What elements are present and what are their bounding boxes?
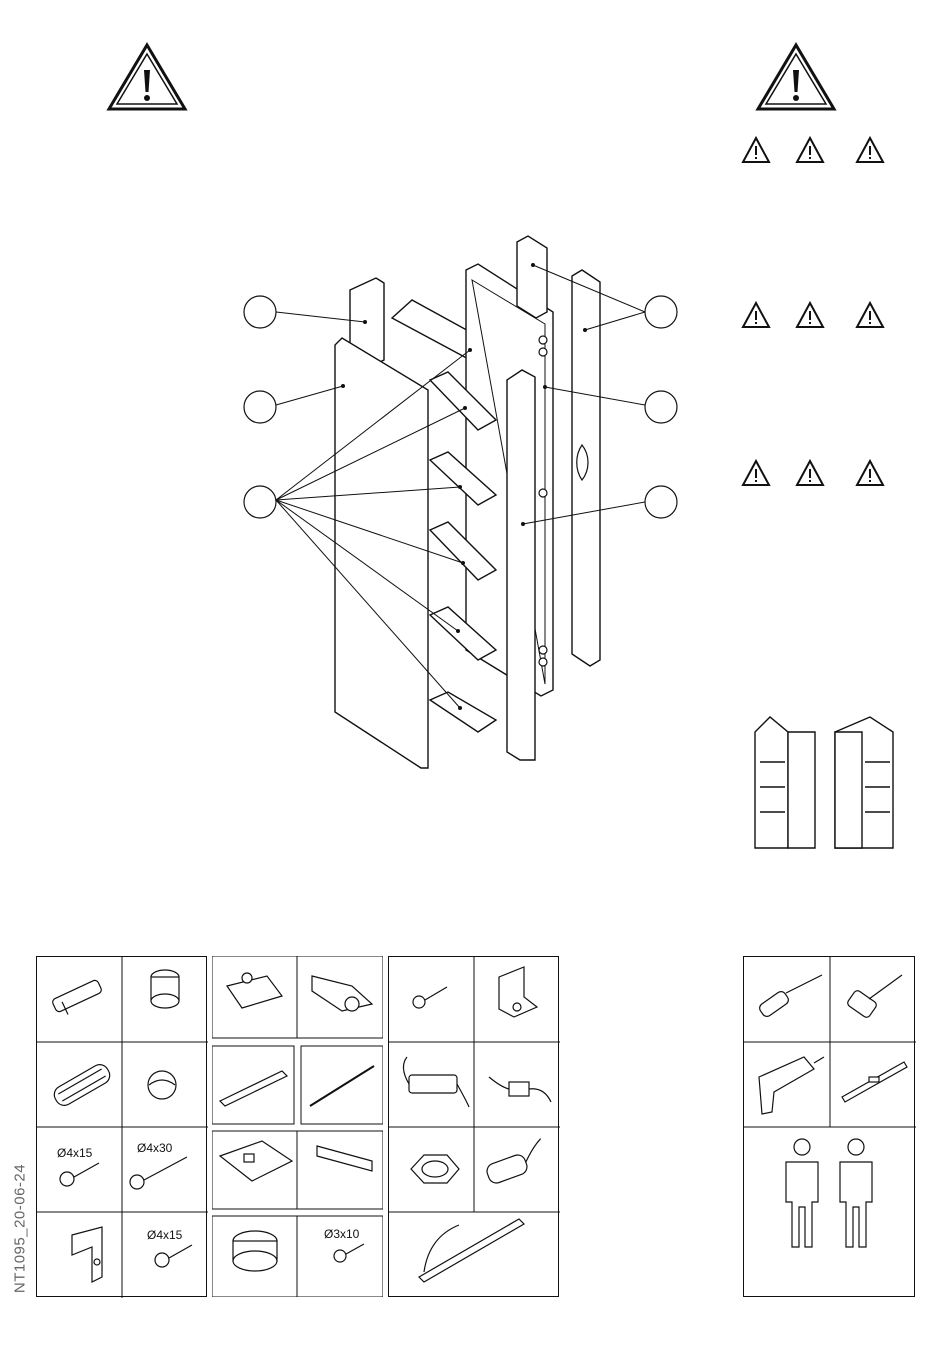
wire-icon <box>310 1066 374 1106</box>
screw-d-label: Ø3x10 <box>324 1227 360 1241</box>
drill-icon <box>759 1057 824 1114</box>
screw-icon <box>155 1245 192 1267</box>
callout-circle <box>645 391 677 423</box>
knob-icon <box>148 1071 176 1099</box>
rail-icon <box>317 1146 372 1171</box>
tools-box <box>743 956 915 1297</box>
cabinet-orientation-thumbnails <box>750 712 900 852</box>
warning-icon-large-right <box>755 42 837 112</box>
person-icon <box>840 1139 872 1247</box>
warning-icon-large-left <box>106 42 188 112</box>
callout-circle <box>244 296 276 328</box>
front-upright <box>507 370 535 760</box>
person-icon <box>786 1139 818 1247</box>
threaded-socket-icon <box>482 1139 549 1186</box>
warning-icon <box>857 138 883 162</box>
wood-dowel-icon <box>51 1061 113 1108</box>
hammer-icon <box>846 975 902 1019</box>
sensor-switch-icon <box>489 1077 551 1102</box>
hardware-box-3 <box>388 956 559 1297</box>
led-strip-icon <box>220 1071 287 1106</box>
small-screw-icon <box>334 1244 364 1262</box>
warning-row-2 <box>740 300 890 330</box>
hex-nut-icon <box>411 1155 459 1183</box>
l-bracket-icon <box>499 967 537 1017</box>
hardware-box-2: Ø3x10 <box>212 956 383 1297</box>
post-back <box>517 236 547 318</box>
warning-row-3 <box>740 458 890 488</box>
screw-icon <box>413 987 447 1008</box>
cabinet-hinge-icon <box>312 976 372 1011</box>
callout-circle <box>244 486 276 518</box>
callout-circle <box>645 296 677 328</box>
cup-connector-icon <box>233 1231 277 1271</box>
document-id: NT1095_20-06-24 <box>12 1149 29 1309</box>
callout-circle <box>244 391 276 423</box>
screw-icon <box>60 1163 99 1186</box>
angle-bracket-icon <box>72 1227 102 1282</box>
shelf-5 <box>430 692 496 732</box>
spirit-level-icon <box>842 1062 907 1102</box>
screw-a-label: Ø4x15 <box>57 1146 93 1160</box>
led-profile-icon <box>419 1219 524 1282</box>
led-driver-icon <box>403 1057 469 1107</box>
warning-icon <box>797 138 823 162</box>
cam-lock-icon <box>151 970 179 1008</box>
screw-b-label: Ø4x30 <box>137 1141 173 1155</box>
mounting-plate-icon <box>220 1141 292 1181</box>
hardware-box-1: Ø4x15 Ø4x30 Ø4x15 <box>36 956 207 1297</box>
warning-row-1 <box>740 135 890 165</box>
screw-c-label: Ø4x15 <box>147 1228 183 1242</box>
hinge-plate-icon <box>227 973 282 1008</box>
exploded-cabinet-diagram <box>230 230 700 780</box>
screwdriver-icon <box>758 975 822 1018</box>
warning-icon <box>743 138 769 162</box>
dowel-icon <box>51 979 102 1014</box>
long-screw-icon <box>130 1157 187 1189</box>
callout-circle <box>645 486 677 518</box>
